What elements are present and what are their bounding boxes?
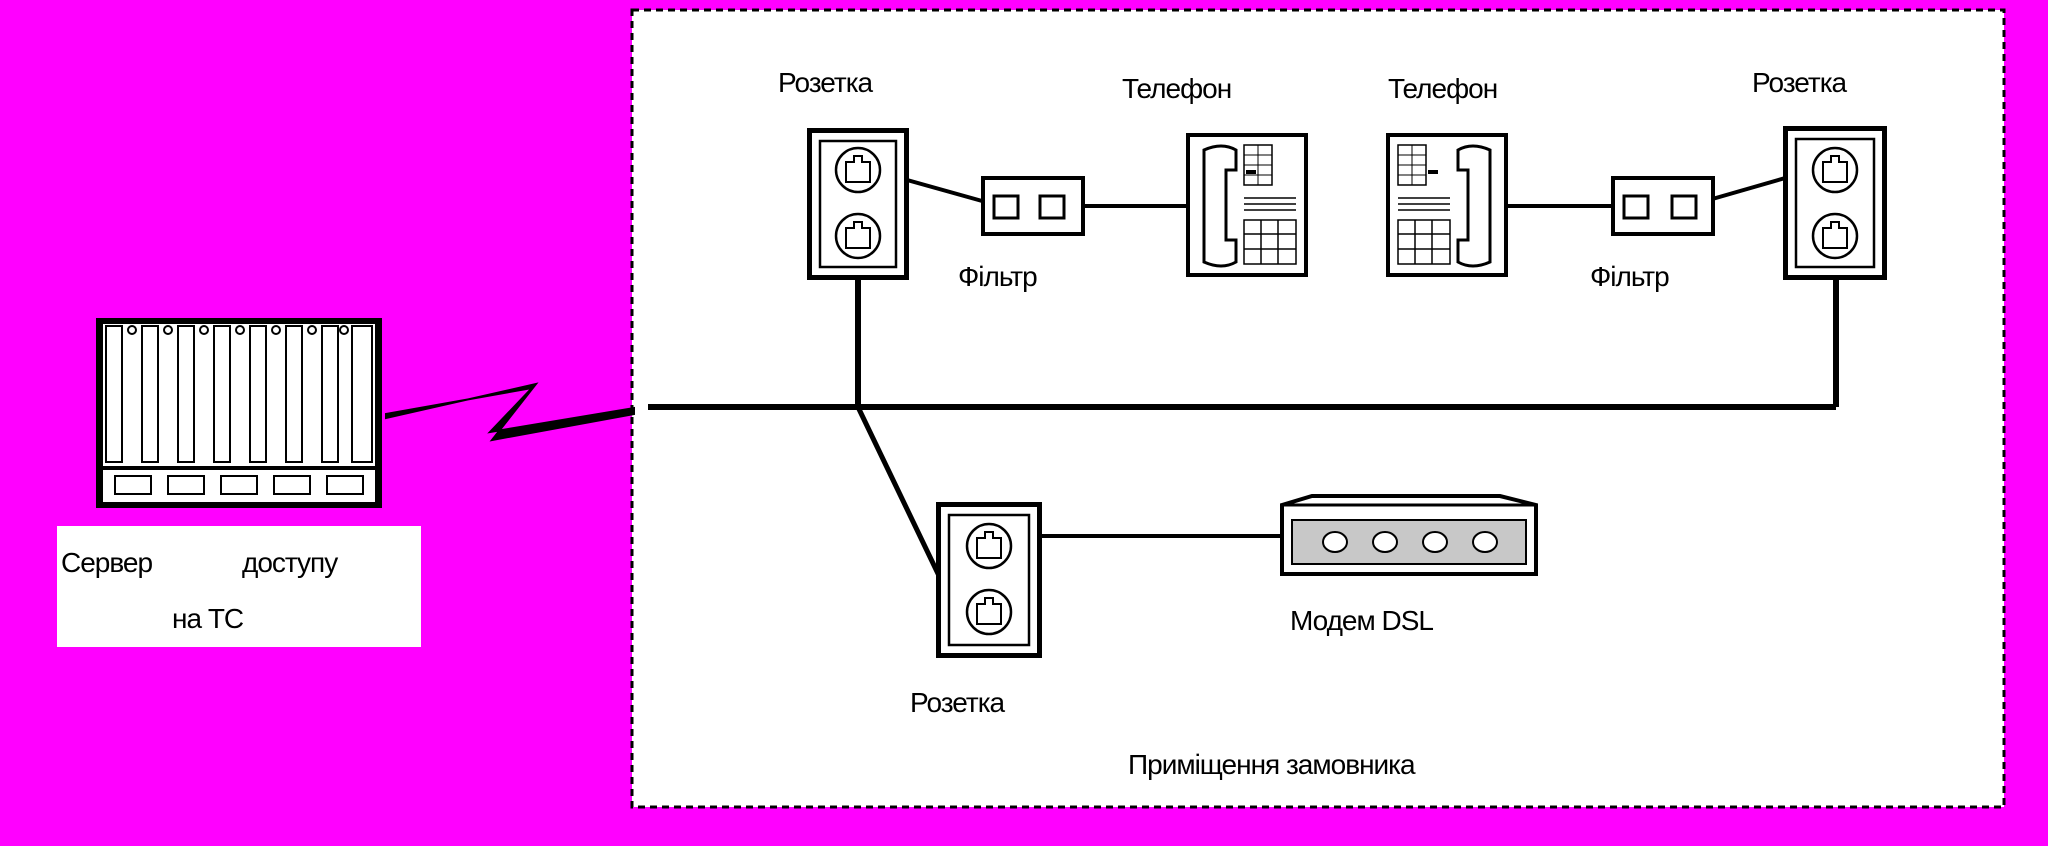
outlet-bottom xyxy=(936,502,1042,658)
server-label-box xyxy=(57,526,421,647)
outlet-top-left xyxy=(807,128,909,280)
modem-label: Модем DSL xyxy=(1290,605,1433,636)
lightning-link-icon xyxy=(385,382,635,442)
premises-label: Приміщення замовника xyxy=(1128,749,1416,780)
outlet-top-left-label: Розетка xyxy=(778,67,874,98)
filter-right xyxy=(1611,176,1715,236)
phone-left xyxy=(1186,133,1308,277)
server-label-line1-a: Сервер xyxy=(61,547,152,578)
server-label-line2: на ТС xyxy=(172,603,244,634)
filter-left xyxy=(981,176,1085,236)
phone-right-label: Телефон xyxy=(1388,73,1497,104)
access-server xyxy=(96,318,382,508)
outlet-top-right-label: Розетка xyxy=(1752,67,1848,98)
filter-left-label: Фільтр xyxy=(958,261,1037,292)
filter-right-label: Фільтр xyxy=(1590,261,1669,292)
outlet-top-right xyxy=(1783,126,1887,280)
phone-left-label: Телефон xyxy=(1122,73,1231,104)
dsl-modem xyxy=(1280,494,1538,576)
server-label-line1-b: доступу xyxy=(242,547,338,578)
phone-right xyxy=(1386,133,1508,277)
outlet-bottom-label: Розетка xyxy=(910,687,1006,718)
